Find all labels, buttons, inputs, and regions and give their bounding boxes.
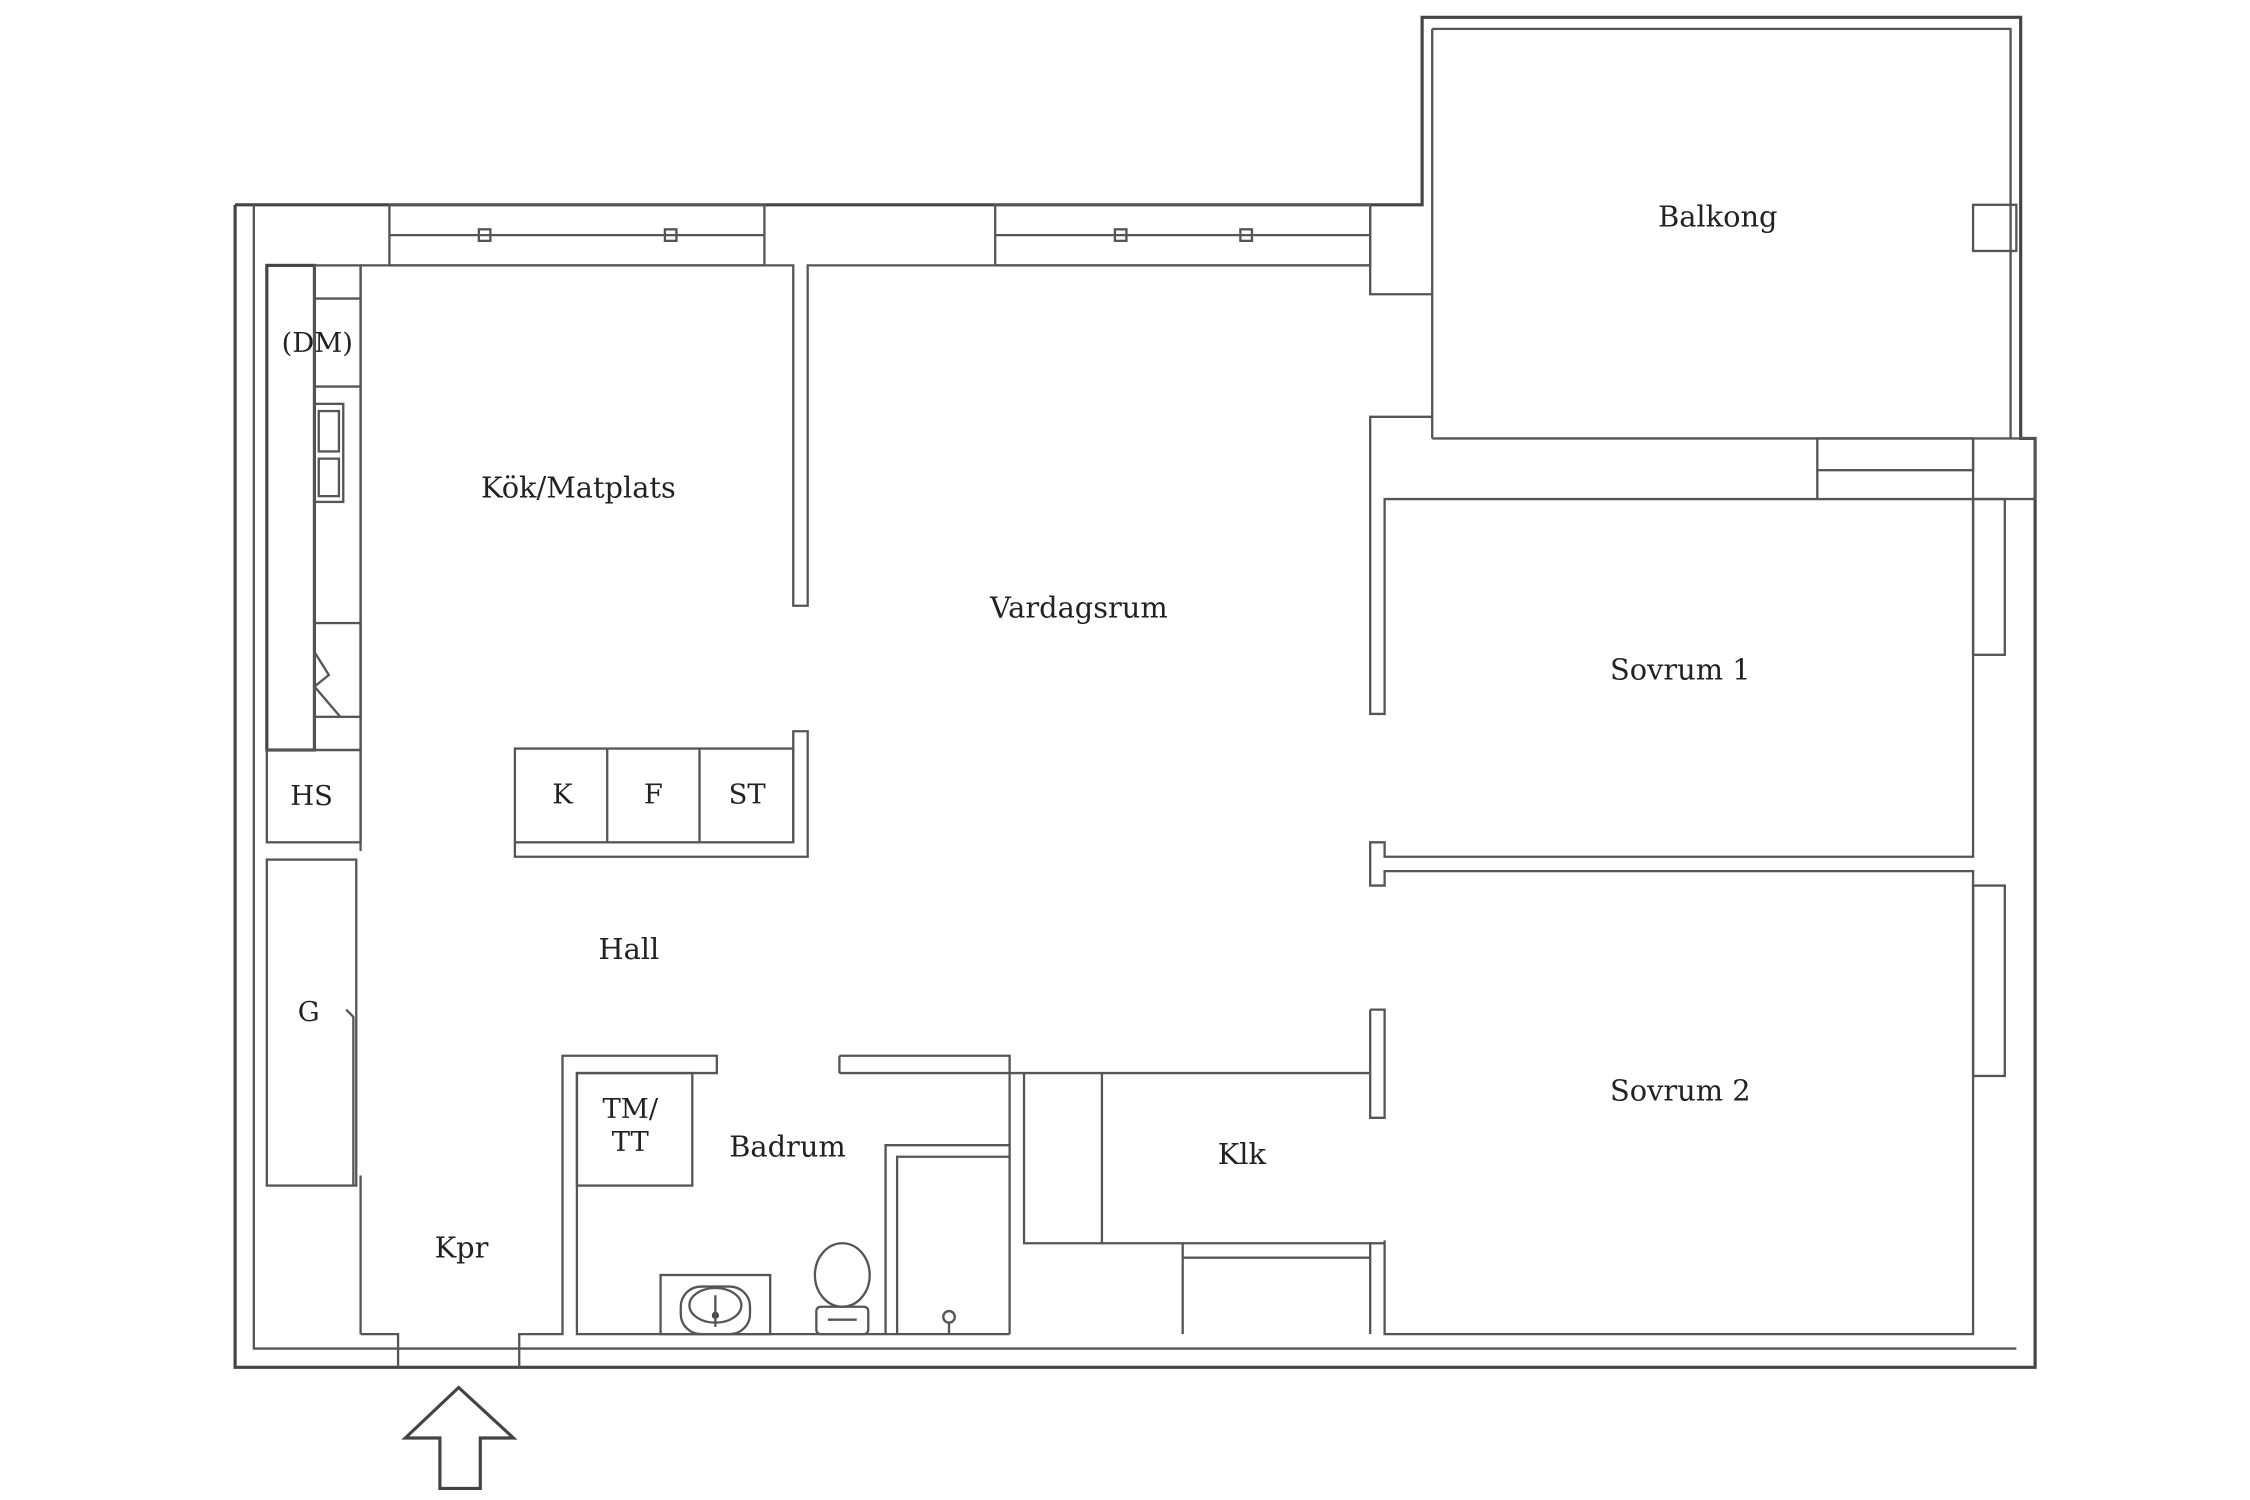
room-label-sovrum1: Sovrum 1 [1610, 652, 1751, 686]
island-units [513, 730, 809, 858]
fixture-label-hs: HS [290, 781, 333, 812]
bathroom-fixtures [575, 1071, 956, 1336]
room-label-kpr: Kpr [435, 1231, 489, 1265]
balcony [1369, 27, 2037, 501]
room-label-hall: Hall [598, 932, 659, 966]
room-label-badrum: Badrum [729, 1130, 846, 1164]
room-label-sovrum2: Sovrum 2 [1610, 1073, 1751, 1107]
fixture-label-tt: TT [612, 1127, 649, 1158]
room-label-kok: Kök/Matplats [481, 471, 676, 505]
room-label-balkong: Balkong [1658, 199, 1777, 233]
fixture-label-tm: TM/ [603, 1094, 659, 1125]
fixture-label-k: K [552, 779, 573, 810]
fixture-label-dm: (DM) [282, 328, 353, 359]
fixture-label-st: ST [729, 779, 766, 810]
interior-walls [359, 264, 1975, 1368]
kitchen-counter [265, 263, 362, 1187]
fixture-label-f: F [644, 779, 663, 810]
room-label-vardagsrum: Vardagsrum [989, 590, 1168, 624]
room-label-klk: Klk [1218, 1137, 1267, 1171]
fixture-label-g: G [298, 997, 320, 1028]
entrance-arrow-icon [401, 1385, 518, 1491]
